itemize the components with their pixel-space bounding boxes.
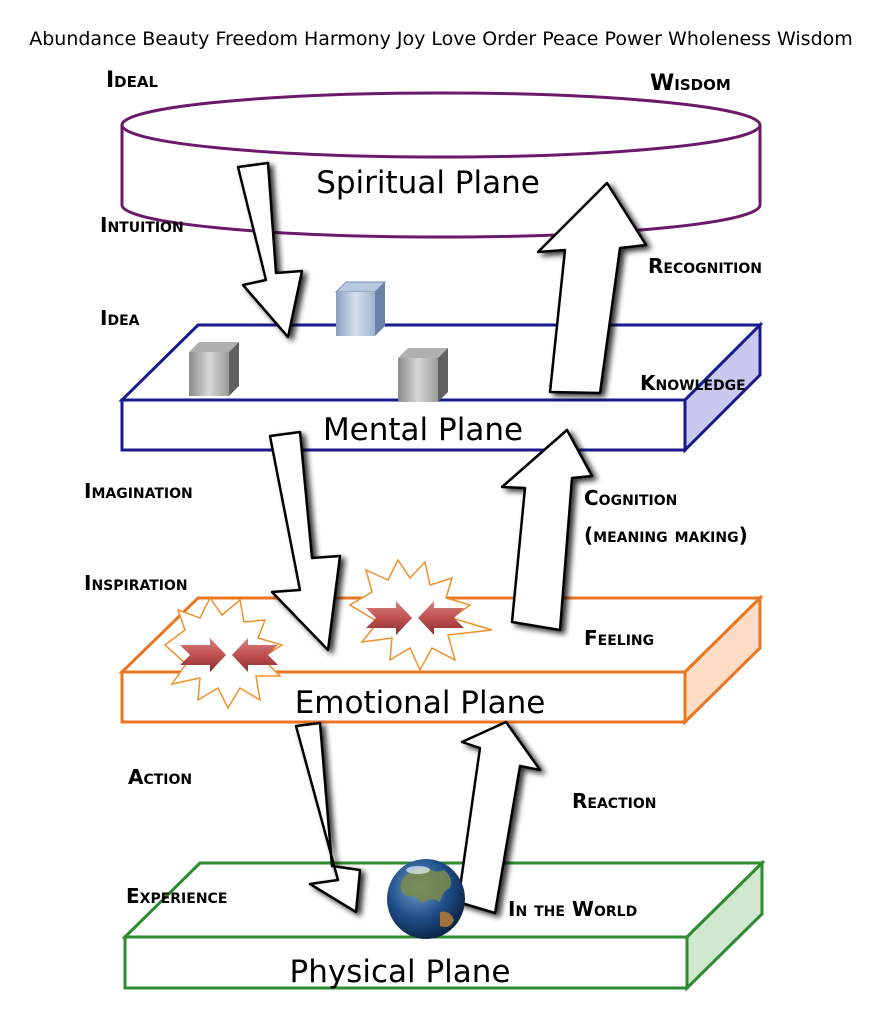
- reaction-label: Reaction: [572, 789, 656, 813]
- emotional-plane-label: Emotional Plane: [295, 685, 546, 721]
- conflict-burst-right: [348, 558, 493, 672]
- reaction-arrow: [456, 720, 542, 915]
- idea-cube-gray-left: [189, 342, 239, 396]
- knowledge-label: Knowledge: [640, 371, 746, 395]
- experience-label: Experience: [126, 884, 227, 908]
- spiritual-plane: [120, 91, 762, 239]
- physical-plane-label: Physical Plane: [290, 954, 511, 990]
- recognition-label: Recognition: [648, 254, 762, 278]
- spiritual-plane-label: Spiritual Plane: [316, 165, 540, 201]
- imagination-arrow: [268, 430, 342, 652]
- feeling-label: Feeling: [584, 626, 654, 650]
- imagination-label: Imagination: [84, 479, 193, 503]
- inspiration-label: Inspiration: [84, 571, 188, 595]
- action-label: Action: [128, 765, 192, 789]
- physical-plane-front: [123, 935, 689, 990]
- earth-globe: [387, 859, 465, 939]
- in-the-world-label: In the World: [508, 897, 637, 921]
- values-line: Abundance Beauty Freedom Harmony Joy Lov…: [29, 28, 853, 50]
- recognition-arrow: [536, 181, 648, 395]
- mental-plane-front: [120, 398, 687, 452]
- meaning-making-label: (meaning making): [584, 523, 748, 547]
- idea-label: Idea: [100, 306, 140, 330]
- cognition-label: Cognition: [584, 486, 677, 510]
- idea-cube-gray-middle: [398, 348, 448, 402]
- intuition-arrow: [236, 161, 304, 339]
- action-arrow: [294, 721, 362, 914]
- spiritual-plane-top: [120, 91, 762, 159]
- cognition-arrow: [500, 428, 594, 632]
- mental-plane-label: Mental Plane: [323, 412, 523, 448]
- ideal-label: Ideal: [106, 68, 158, 93]
- wisdom-label: Wisdom: [650, 71, 731, 96]
- idea-cube-blue: [334, 281, 387, 336]
- conflict-burst-left: [163, 596, 284, 710]
- intuition-label: Intuition: [100, 213, 184, 237]
